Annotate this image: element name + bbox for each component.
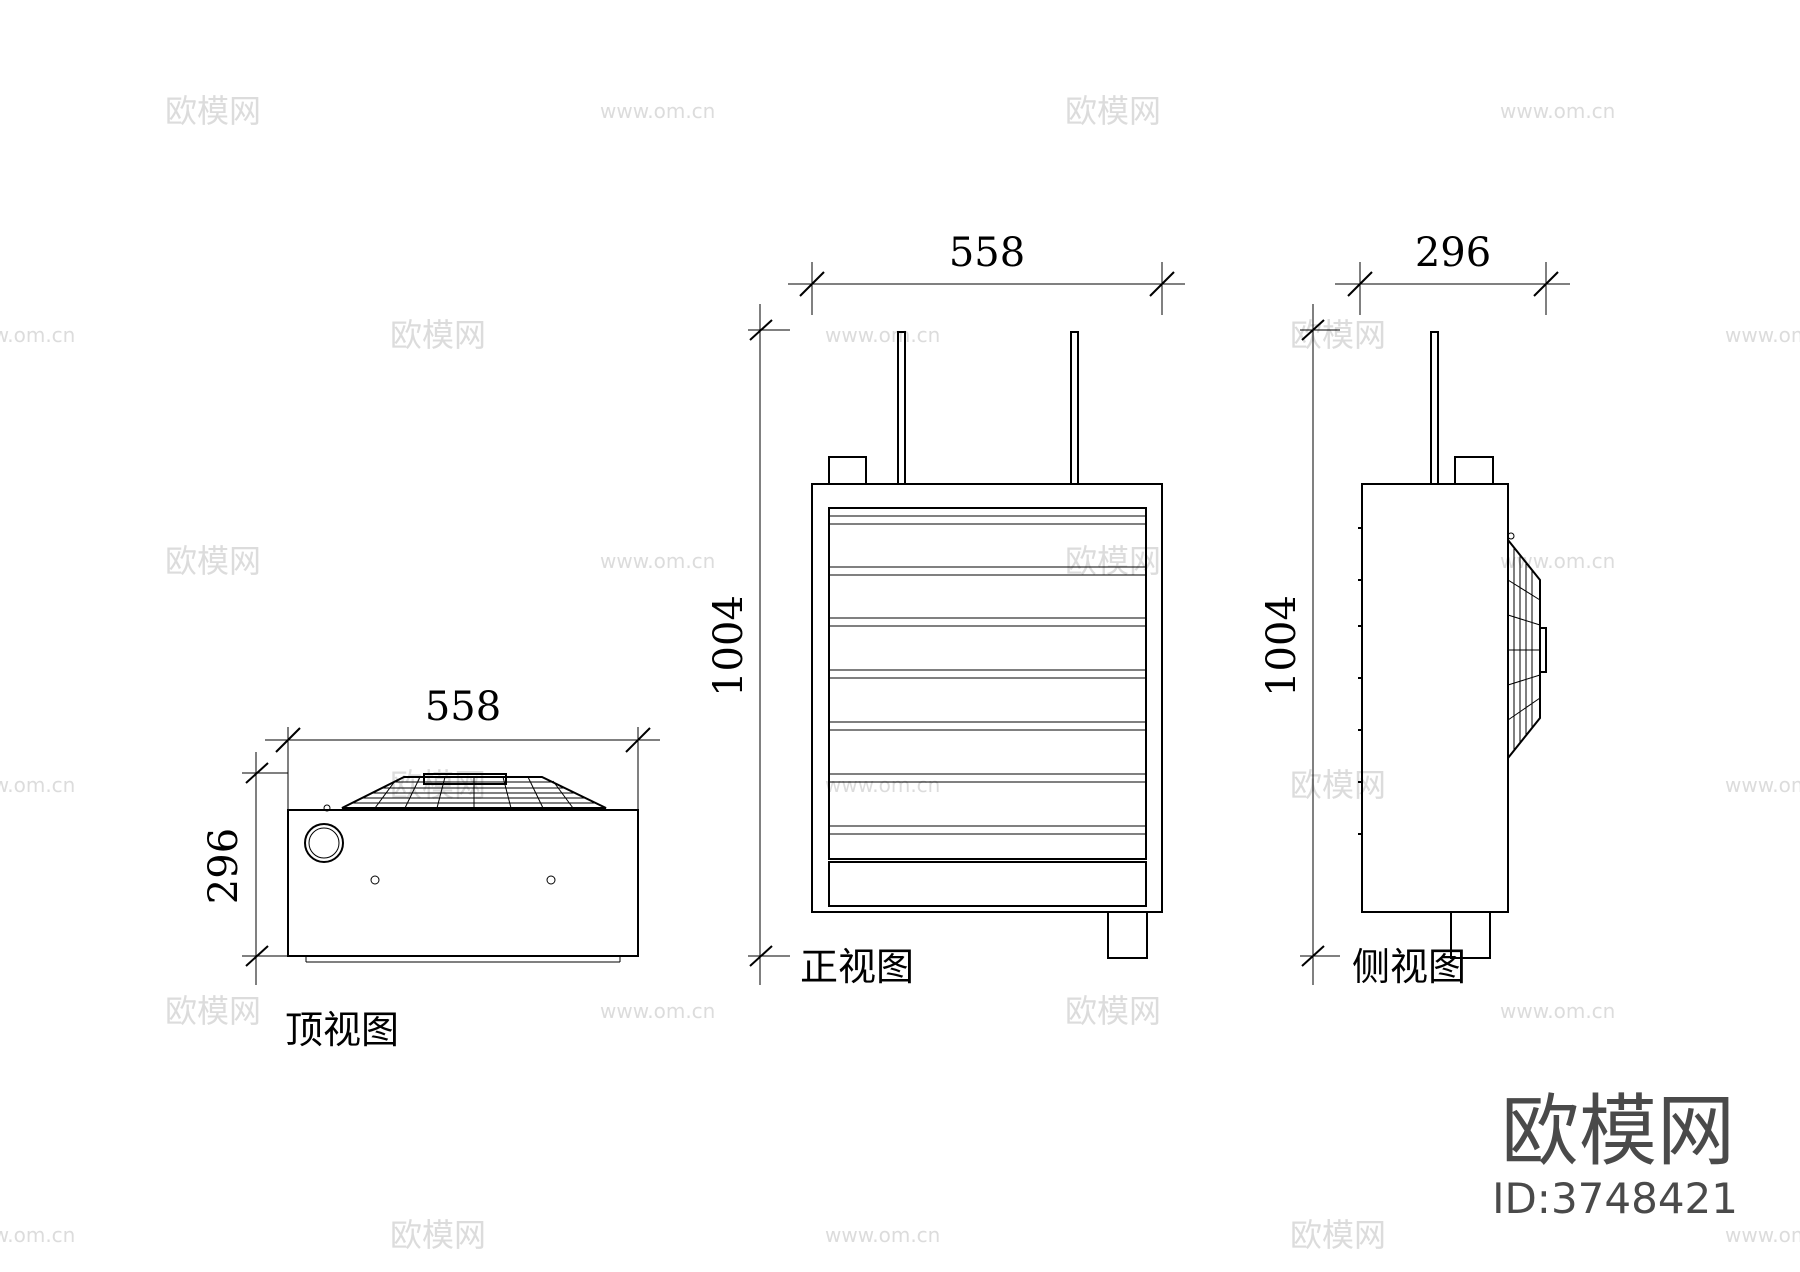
top-view-fan-grille (341, 773, 607, 809)
brand-id: ID:3748421 (1492, 1174, 1738, 1223)
front-view-bottom-pipe (1107, 911, 1148, 959)
watermark-url: www.om.cn (1500, 999, 1615, 1023)
side-view: 296 1004 (1259, 230, 1570, 989)
side-view-depth-dimension: 296 (1335, 230, 1570, 315)
watermark-url: www.om.cn (600, 99, 715, 123)
side-view-hanger-rod (1430, 331, 1439, 485)
watermark-url: www.om.cn (0, 323, 75, 347)
watermark-url: www.om.cn (1500, 99, 1615, 123)
watermark-url: www.om.cn (825, 773, 940, 797)
side-view-tick-marks (1358, 527, 1362, 835)
side-view-housing (1361, 483, 1509, 913)
top-view-width-dimension: 558 (265, 684, 660, 810)
side-view-height-label: 1004 (1259, 595, 1305, 697)
pipe-connection-icon (304, 823, 344, 863)
side-view-depth-label: 296 (1415, 230, 1491, 276)
top-view: 558 296 (201, 684, 660, 1052)
watermark-url: www.om.cn (0, 1223, 75, 1247)
front-view-width-dimension: 558 (788, 230, 1185, 315)
watermark-brand: 欧模网 (1290, 1216, 1386, 1254)
watermark-url: www.om.cn (600, 999, 715, 1023)
watermark-brand: 欧模网 (165, 542, 261, 580)
side-view-height-dimension: 1004 (1259, 304, 1340, 985)
watermark-brand: 欧模网 (1065, 92, 1161, 130)
watermark-brand: 欧模网 (165, 92, 261, 130)
top-view-width-label: 558 (425, 684, 501, 730)
front-view-width-label: 558 (949, 230, 1025, 276)
watermark-brand: 欧模网 (1065, 992, 1161, 1030)
front-view-height-label: 1004 (706, 595, 752, 697)
side-view-label: 侧视图 (1352, 945, 1466, 989)
watermark-url: www.om.cn (825, 1223, 940, 1247)
front-view-hanger-rods (897, 331, 1079, 485)
top-view-depth-dimension: 296 (201, 752, 288, 985)
watermark-url: www.om.cn (1725, 323, 1800, 347)
side-view-fan-grille (1507, 532, 1547, 761)
front-view-height-dimension: 1004 (706, 304, 790, 985)
watermark-url: www.om.cn (600, 549, 715, 573)
watermark-layer: 欧模网 www.om.cn 欧模网 www.om.cn www.om.cn 欧模… (0, 92, 1800, 1254)
front-view-top-pipe (828, 456, 867, 485)
watermark-url: www.om.cn (0, 773, 75, 797)
top-view-label: 顶视图 (285, 1008, 399, 1052)
side-view-top-pipe (1454, 456, 1494, 485)
front-view-louvers (828, 507, 1147, 907)
watermark-url: www.om.cn (825, 323, 940, 347)
front-view-label: 正视图 (800, 945, 914, 989)
front-view: 558 1004 (706, 230, 1185, 989)
watermark-url: www.om.cn (1725, 773, 1800, 797)
brand-name: 欧模网 (1501, 1087, 1735, 1177)
watermark-brand: 欧模网 (1290, 316, 1386, 354)
brand-logo: 欧模网 ID:3748421 (1492, 1087, 1738, 1223)
top-view-housing (287, 804, 639, 963)
watermark-url: www.om.cn (1725, 1223, 1800, 1247)
watermark-brand: 欧模网 (390, 316, 486, 354)
watermark-brand: 欧模网 (165, 992, 261, 1030)
top-view-depth-label: 296 (201, 828, 247, 904)
watermark-brand: 欧模网 (390, 1216, 486, 1254)
watermark-brand: 欧模网 (1290, 766, 1386, 804)
front-view-housing (811, 483, 1163, 913)
